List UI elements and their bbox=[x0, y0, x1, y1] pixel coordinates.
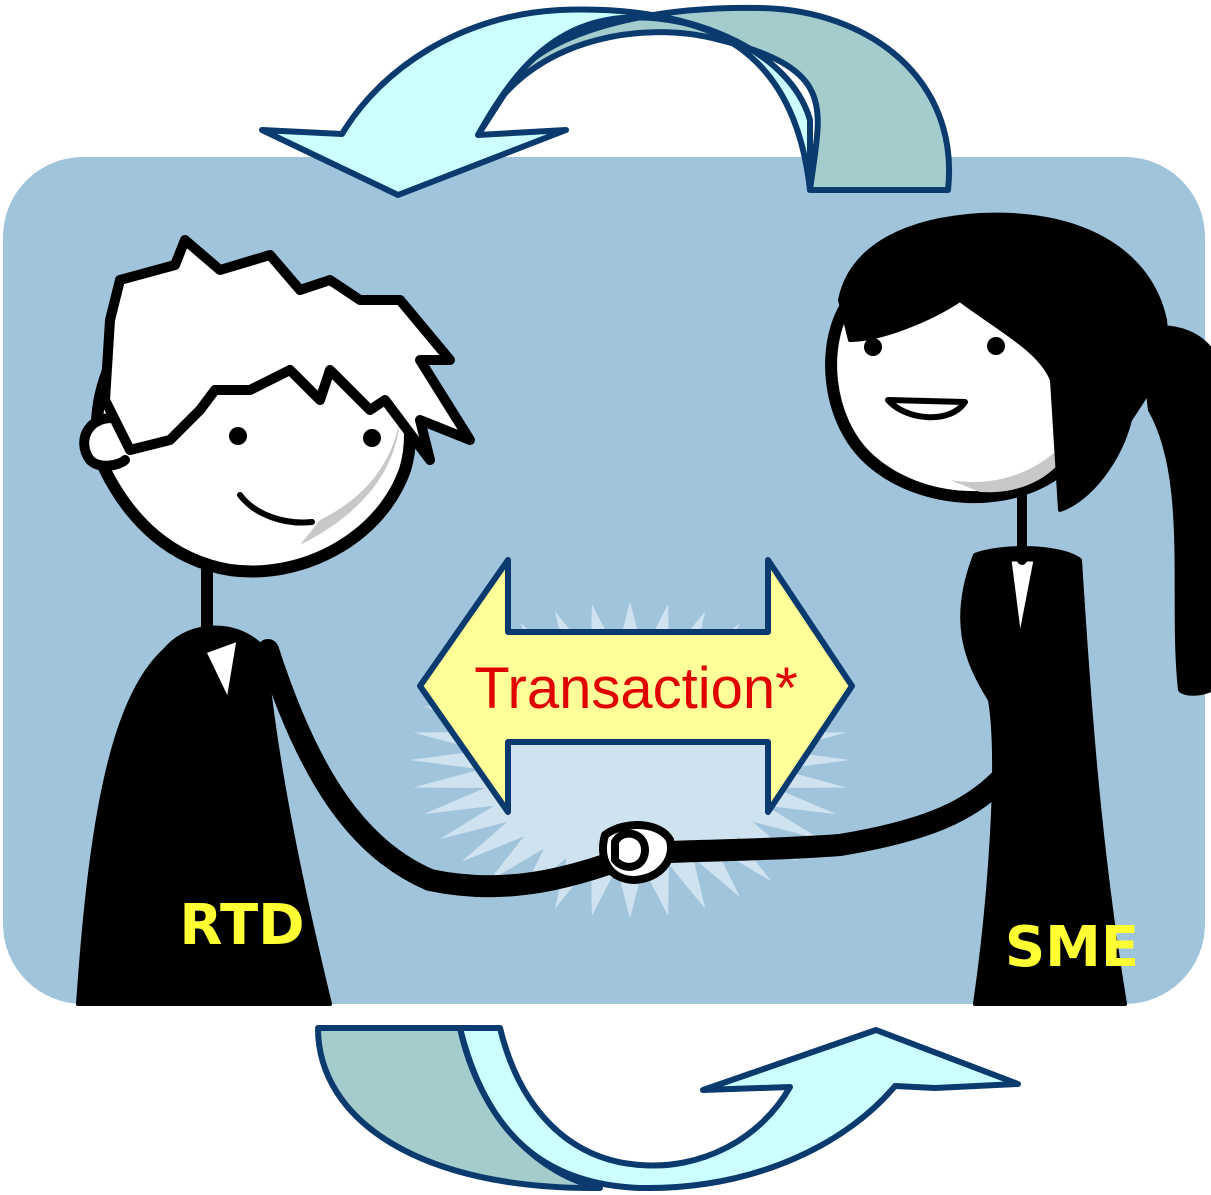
burst-shape bbox=[410, 601, 850, 919]
top-cycle-arrow-icon bbox=[259, 4, 953, 198]
person-right bbox=[659, 212, 1211, 1006]
handshake-icon bbox=[599, 820, 675, 884]
sme-label: SME bbox=[1005, 915, 1139, 980]
rtd-label: RTD bbox=[179, 893, 304, 958]
double-headed-arrow-icon bbox=[417, 557, 855, 815]
bottom-cycle-arrow-icon bbox=[315, 1025, 1021, 1192]
transaction-label: Transaction* bbox=[474, 656, 797, 721]
person-left bbox=[76, 235, 616, 1006]
